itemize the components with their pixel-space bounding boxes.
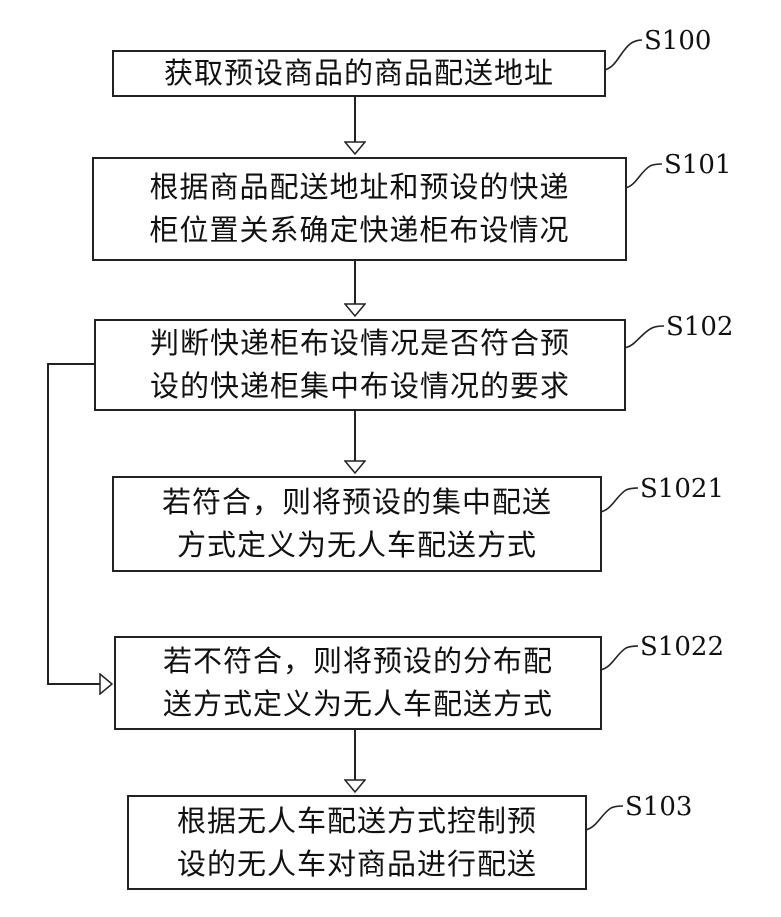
label-leader-s103 — [585, 806, 623, 830]
step-label-s1022: S1022 — [640, 632, 724, 662]
label-leader-s1021 — [600, 488, 638, 512]
step-box-s102: 判断快递柜布设情况是否符合预 设的快递柜集中布设情况的要求 — [94, 319, 626, 411]
step-box-s1022: 若不符合，则将预设的分布配 送方式定义为无人车配送方式 — [114, 636, 602, 730]
step-box-s100: 获取预设商品的商品配送地址 — [112, 50, 606, 97]
step-box-s1021: 若符合，则将预设的集中配送 方式定义为无人车配送方式 — [112, 476, 602, 572]
label-leader-s102 — [624, 326, 664, 348]
label-leader-s101 — [625, 164, 662, 188]
step-box-s103: 根据无人车配送方式控制预 设的无人车对商品进行配送 — [127, 795, 587, 890]
step-text-s1022: 若不符合，则将预设的分布配 送方式定义为无人车配送方式 — [163, 640, 553, 726]
step-label-s103: S103 — [625, 792, 692, 822]
step-label-s100: S100 — [644, 26, 711, 56]
step-text-s102: 判断快递柜布设情况是否符合预 设的快递柜集中布设情况的要求 — [150, 322, 570, 408]
step-text-s103: 根据无人车配送方式控制预 设的无人车对商品进行配送 — [177, 800, 537, 886]
arrow-s102-to-s1022 — [48, 364, 112, 684]
step-text-s100: 获取预设商品的商品配送地址 — [164, 52, 554, 95]
label-leader-s1022 — [600, 646, 638, 670]
step-label-s1021: S1021 — [640, 474, 724, 504]
step-box-s101: 根据商品配送地址和预设的快递 柜位置关系确定快递柜布设情况 — [92, 157, 627, 261]
step-label-s101: S101 — [664, 150, 731, 180]
label-leader-s100 — [604, 40, 642, 70]
step-label-s102: S102 — [666, 312, 733, 342]
step-text-s1021: 若符合，则将预设的集中配送 方式定义为无人车配送方式 — [162, 481, 552, 567]
step-text-s101: 根据商品配送地址和预设的快递 柜位置关系确定快递柜布设情况 — [149, 166, 569, 252]
